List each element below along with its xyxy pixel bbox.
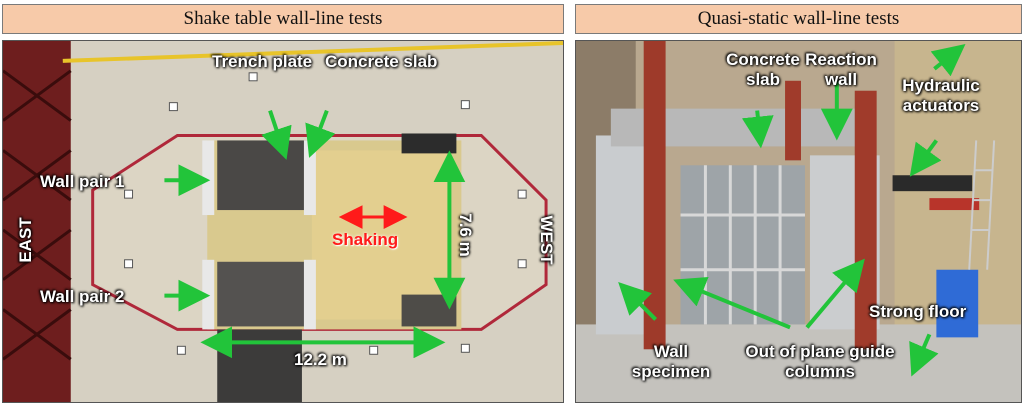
hydraulic-actuators-label: Hydraulic actuators — [902, 76, 980, 115]
trench-plate-label: Trench plate — [212, 52, 313, 71]
wall-specimen-label: Wall specimen — [631, 342, 711, 381]
shaking-label: Shaking — [332, 230, 399, 249]
concrete-slab-label-left: Concrete slab — [325, 52, 438, 71]
strong-floor-label: Strong floor — [869, 302, 967, 321]
west-label: WEST — [537, 215, 556, 265]
shake-table-title: Shake table wall-line tests — [2, 4, 564, 34]
dimension-width-label: 7.6 m — [456, 213, 475, 257]
shake-table-panel: Shake table wall-line tests — [2, 4, 564, 403]
shake-table-photo — [2, 40, 564, 403]
quasi-static-title: Quasi-static wall-line tests — [575, 4, 1022, 34]
wall-pair-1-label: Wall pair 1 — [40, 172, 125, 191]
guide-columns-label: Out of plane guide columns — [745, 342, 895, 381]
quasi-static-panel: Quasi-static wall-line tests — [573, 0, 1024, 405]
shake-table-illustration — [3, 41, 563, 402]
concrete-slab-label-right: Concrete slab — [726, 50, 800, 89]
wall-pair-2-label: Wall pair 2 — [40, 287, 125, 306]
quasi-static-illustration — [576, 41, 1021, 402]
reaction-wall-label: Reaction wall — [805, 50, 877, 89]
dimension-length-label: 12.2 m — [294, 350, 347, 369]
quasi-static-photo — [575, 40, 1022, 403]
east-label: EAST — [16, 217, 35, 263]
